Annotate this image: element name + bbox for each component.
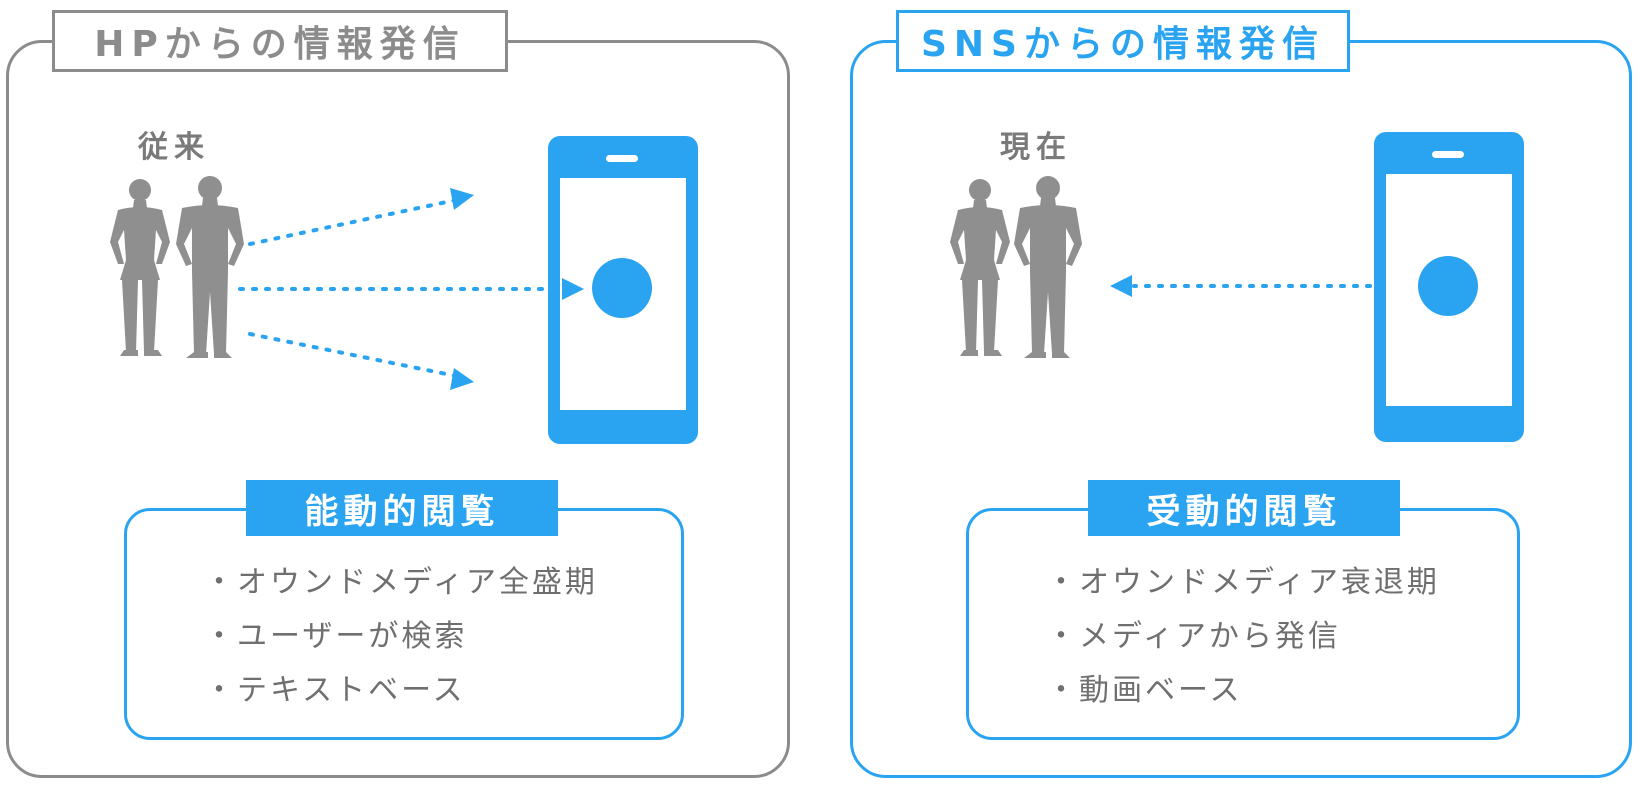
smartphone-icon [548, 136, 698, 444]
hp-panel-title: HPからの情報発信 [52, 10, 508, 72]
woman-silhouette-icon [950, 179, 1010, 356]
hp-arrow-center [238, 278, 584, 300]
list-item: オウンドメディア衰退期 [1046, 556, 1440, 610]
hp-mode-title: 能動的閲覧 [246, 480, 558, 536]
list-item: ユーザーが検索 [204, 610, 598, 664]
sns-panel-title: SNSからの情報発信 [896, 10, 1350, 72]
sns-bullet-list: オウンドメディア衰退期 メディアから発信 動画ベース [1046, 556, 1440, 718]
hp-era-label: 従来 [138, 130, 210, 165]
list-item: メディアから発信 [1046, 610, 1440, 664]
list-item: オウンドメディア全盛期 [204, 556, 598, 610]
man-silhouette-icon [176, 176, 244, 358]
hp-arrow-down [248, 332, 474, 390]
list-item: 動画ベース [1046, 664, 1440, 718]
smartphone-icon [1374, 132, 1524, 442]
hp-arrow-up [248, 188, 474, 246]
sns-mode-title: 受動的閲覧 [1088, 480, 1400, 536]
sns-arrow [1110, 275, 1372, 297]
woman-silhouette-icon [110, 179, 170, 356]
sns-era-label: 現在 [1000, 130, 1072, 165]
hp-bullet-list: オウンドメディア全盛期 ユーザーが検索 テキストベース [204, 556, 598, 718]
man-silhouette-icon [1014, 176, 1082, 358]
list-item: テキストベース [204, 664, 598, 718]
